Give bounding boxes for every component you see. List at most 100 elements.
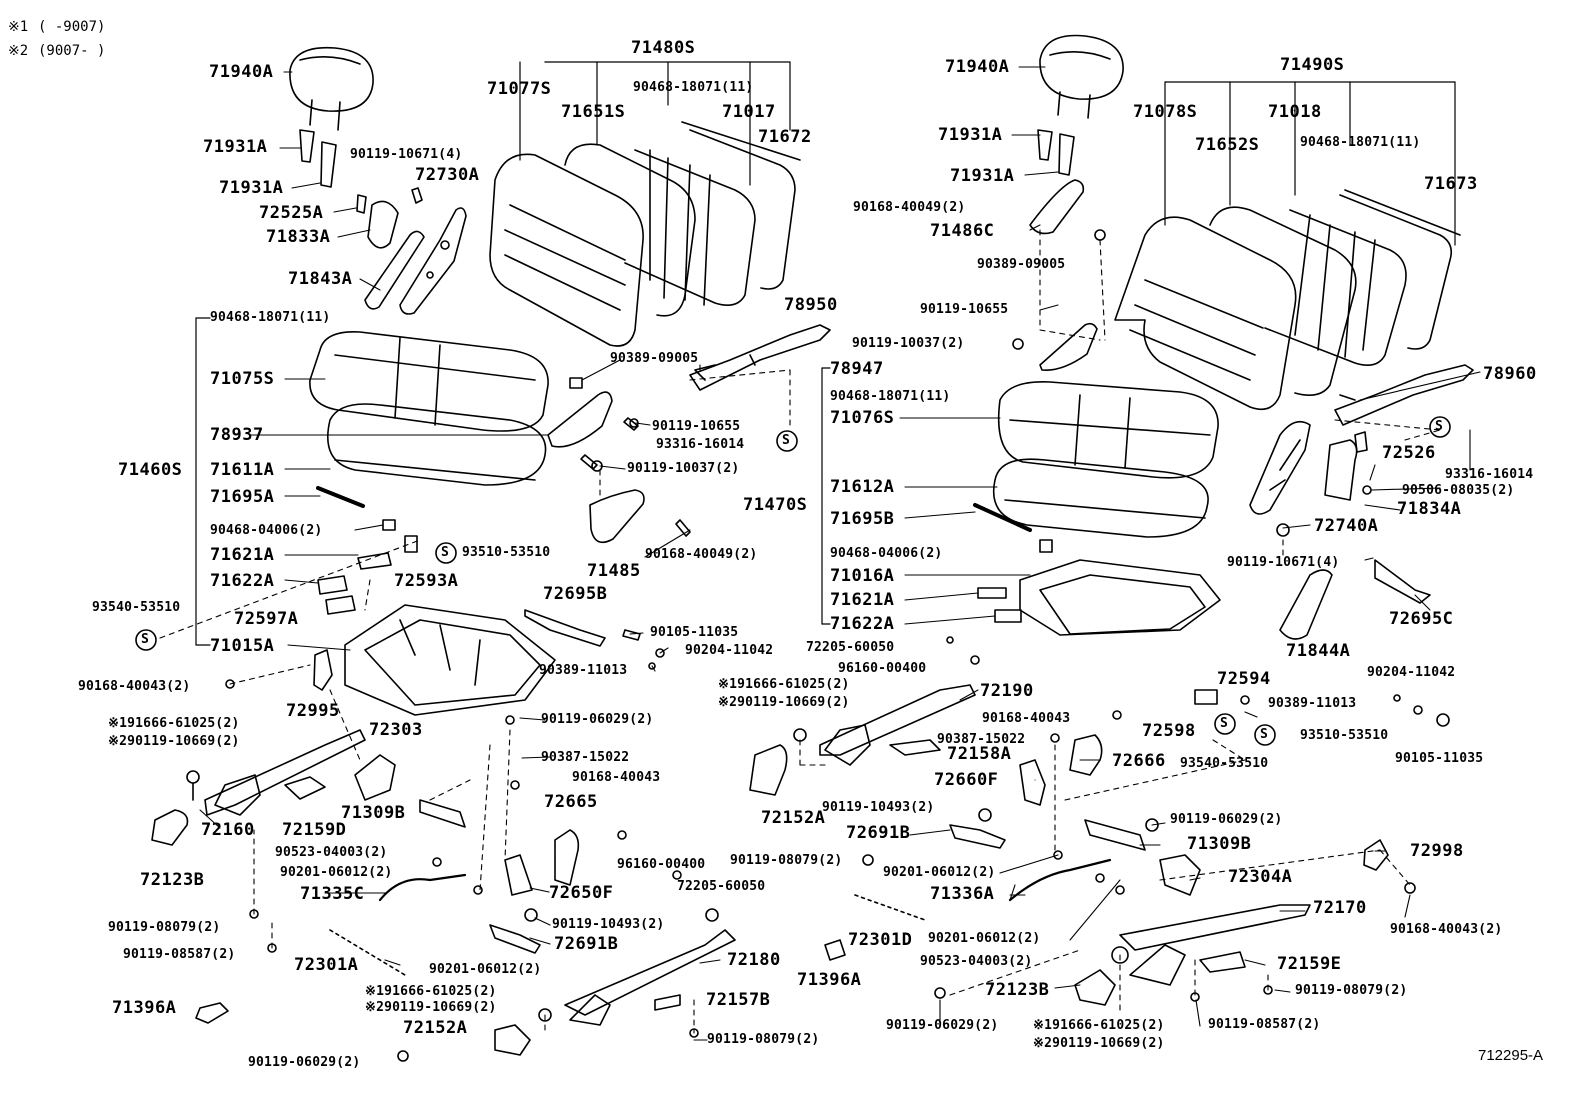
part-label: 72123B — [140, 870, 205, 890]
part-label: 93510-53510 — [462, 545, 551, 560]
part-label: 90468-04006(2) — [830, 546, 943, 561]
part-label: 72740A — [1314, 516, 1379, 536]
part-label: 71622A — [830, 614, 895, 634]
part-label: 90119-08079(2) — [707, 1032, 820, 1047]
part-label: 72597A — [234, 609, 299, 629]
left-cushion-drawing — [309, 331, 549, 615]
part-label: 71470S — [743, 495, 808, 515]
part-label: 90119-08587(2) — [1208, 1017, 1321, 1032]
part-label: 90119-06029(2) — [886, 1018, 999, 1033]
part-label: 72526 — [1382, 443, 1436, 463]
part-label: 90168-40043 — [982, 711, 1071, 726]
part-label: 71309B — [341, 803, 406, 823]
part-label: 90119-10671(4) — [350, 147, 463, 162]
part-label: 71015A — [210, 636, 275, 656]
part-label: 71335C — [300, 884, 365, 904]
part-label: 90119-08079(2) — [730, 853, 843, 868]
part-label: 90468-04006(2) — [210, 523, 323, 538]
left-cover-71485-drawing — [589, 489, 645, 544]
part-label: 71018 — [1268, 102, 1322, 122]
part-label: 71016A — [830, 566, 895, 586]
screw-symbol-s: S — [1260, 727, 1269, 742]
part-label: 71612A — [830, 477, 895, 497]
part-label: ※290119-10669(2) — [108, 734, 240, 749]
right-headrest-drawing — [1012, 34, 1124, 371]
part-label: 90387-15022 — [937, 732, 1026, 747]
screw-symbol-s: S — [441, 545, 450, 560]
part-label: 71833A — [266, 227, 331, 247]
left-headrest-drawing — [289, 46, 374, 131]
part-label: 90119-10493(2) — [552, 917, 665, 932]
part-label: 90523-04003(2) — [275, 845, 388, 860]
legend-note1-text: ( -9007) — [38, 19, 106, 35]
part-label: 71460S — [118, 460, 183, 480]
part-label: 93510-53510 — [1300, 728, 1389, 743]
part-label: 72650F — [549, 883, 614, 903]
part-label: 72170 — [1313, 898, 1367, 918]
part-label: 71396A — [797, 970, 862, 990]
part-label: 90119-06029(2) — [1170, 812, 1283, 827]
part-label: 72205-60050 — [677, 879, 766, 894]
part-label: 72123B — [985, 980, 1050, 1000]
part-label: 90119-10037(2) — [852, 336, 965, 351]
left-seatback-drawing — [489, 121, 801, 347]
part-label: 72695B — [543, 584, 608, 604]
part-label: 71931A — [950, 166, 1015, 186]
part-label: 90119-10655 — [652, 419, 741, 434]
right-belt-drawing — [1334, 364, 1474, 426]
part-label: 71621A — [210, 545, 275, 565]
part-label: 71931A — [219, 178, 284, 198]
part-label: 72301D — [848, 930, 913, 950]
part-label: 90119-10671(4) — [1227, 555, 1340, 570]
part-label: 72152A — [761, 808, 826, 828]
left-belt-drawing — [689, 324, 831, 391]
left-supports-drawing — [299, 129, 337, 188]
part-label: 78947 — [830, 359, 884, 379]
part-label: 90204-11042 — [685, 643, 774, 658]
left-adjuster-drawing — [151, 649, 466, 846]
left-cable-drawing — [524, 609, 606, 647]
part-label: ※191666-61025(2) — [108, 716, 240, 731]
part-label: 90387-15022 — [541, 750, 630, 765]
part-label: ※290119-10669(2) — [365, 1000, 497, 1015]
part-label: 90168-40049(2) — [853, 200, 966, 215]
part-label: 78950 — [784, 295, 838, 315]
part-label: 71336A — [930, 884, 995, 904]
left-lower-hardware-drawing — [195, 679, 736, 1062]
part-label: 90168-40049(2) — [645, 547, 758, 562]
part-label: 90168-40043 — [572, 770, 661, 785]
part-label: 72665 — [544, 792, 598, 812]
legend-note2-mark: ※2 — [8, 43, 29, 59]
part-label: 71480S — [631, 38, 696, 58]
part-label: 71673 — [1424, 174, 1478, 194]
part-label: 72205-60050 — [806, 640, 895, 655]
part-label: 71490S — [1280, 55, 1345, 75]
part-label: 71396A — [112, 998, 177, 1018]
part-label: 71611A — [210, 460, 275, 480]
part-label: 72190 — [980, 681, 1034, 701]
part-label: 72157B — [706, 990, 771, 1010]
part-label: 72666 — [1112, 751, 1166, 771]
part-label: 72594 — [1217, 669, 1271, 689]
part-label: 71695B — [830, 509, 895, 529]
part-label: 90119-10655 — [920, 302, 1009, 317]
part-label: 71017 — [722, 102, 776, 122]
part-label: 90119-06029(2) — [541, 712, 654, 727]
part-label: 71075S — [210, 369, 275, 389]
part-label: 72598 — [1142, 721, 1196, 741]
part-label: 90201-06012(2) — [429, 962, 542, 977]
part-label: 78937 — [210, 425, 264, 445]
part-label: 90119-10493(2) — [822, 800, 935, 815]
part-label: 90389-09005 — [610, 351, 699, 366]
part-label: 90468-18071(11) — [633, 80, 754, 95]
part-label: 93540-53510 — [92, 600, 181, 615]
legend-note2-text: (9007- ) — [38, 43, 106, 59]
part-label: 72525A — [259, 203, 324, 223]
part-label: 90105-11035 — [650, 625, 739, 640]
right-seatback-drawing — [1114, 189, 1461, 411]
part-label: 90389-11013 — [539, 663, 628, 678]
part-label: 71077S — [487, 79, 552, 99]
part-label: 90168-40043(2) — [78, 679, 191, 694]
part-label: 72159E — [1277, 954, 1342, 974]
part-label: 71843A — [288, 269, 353, 289]
